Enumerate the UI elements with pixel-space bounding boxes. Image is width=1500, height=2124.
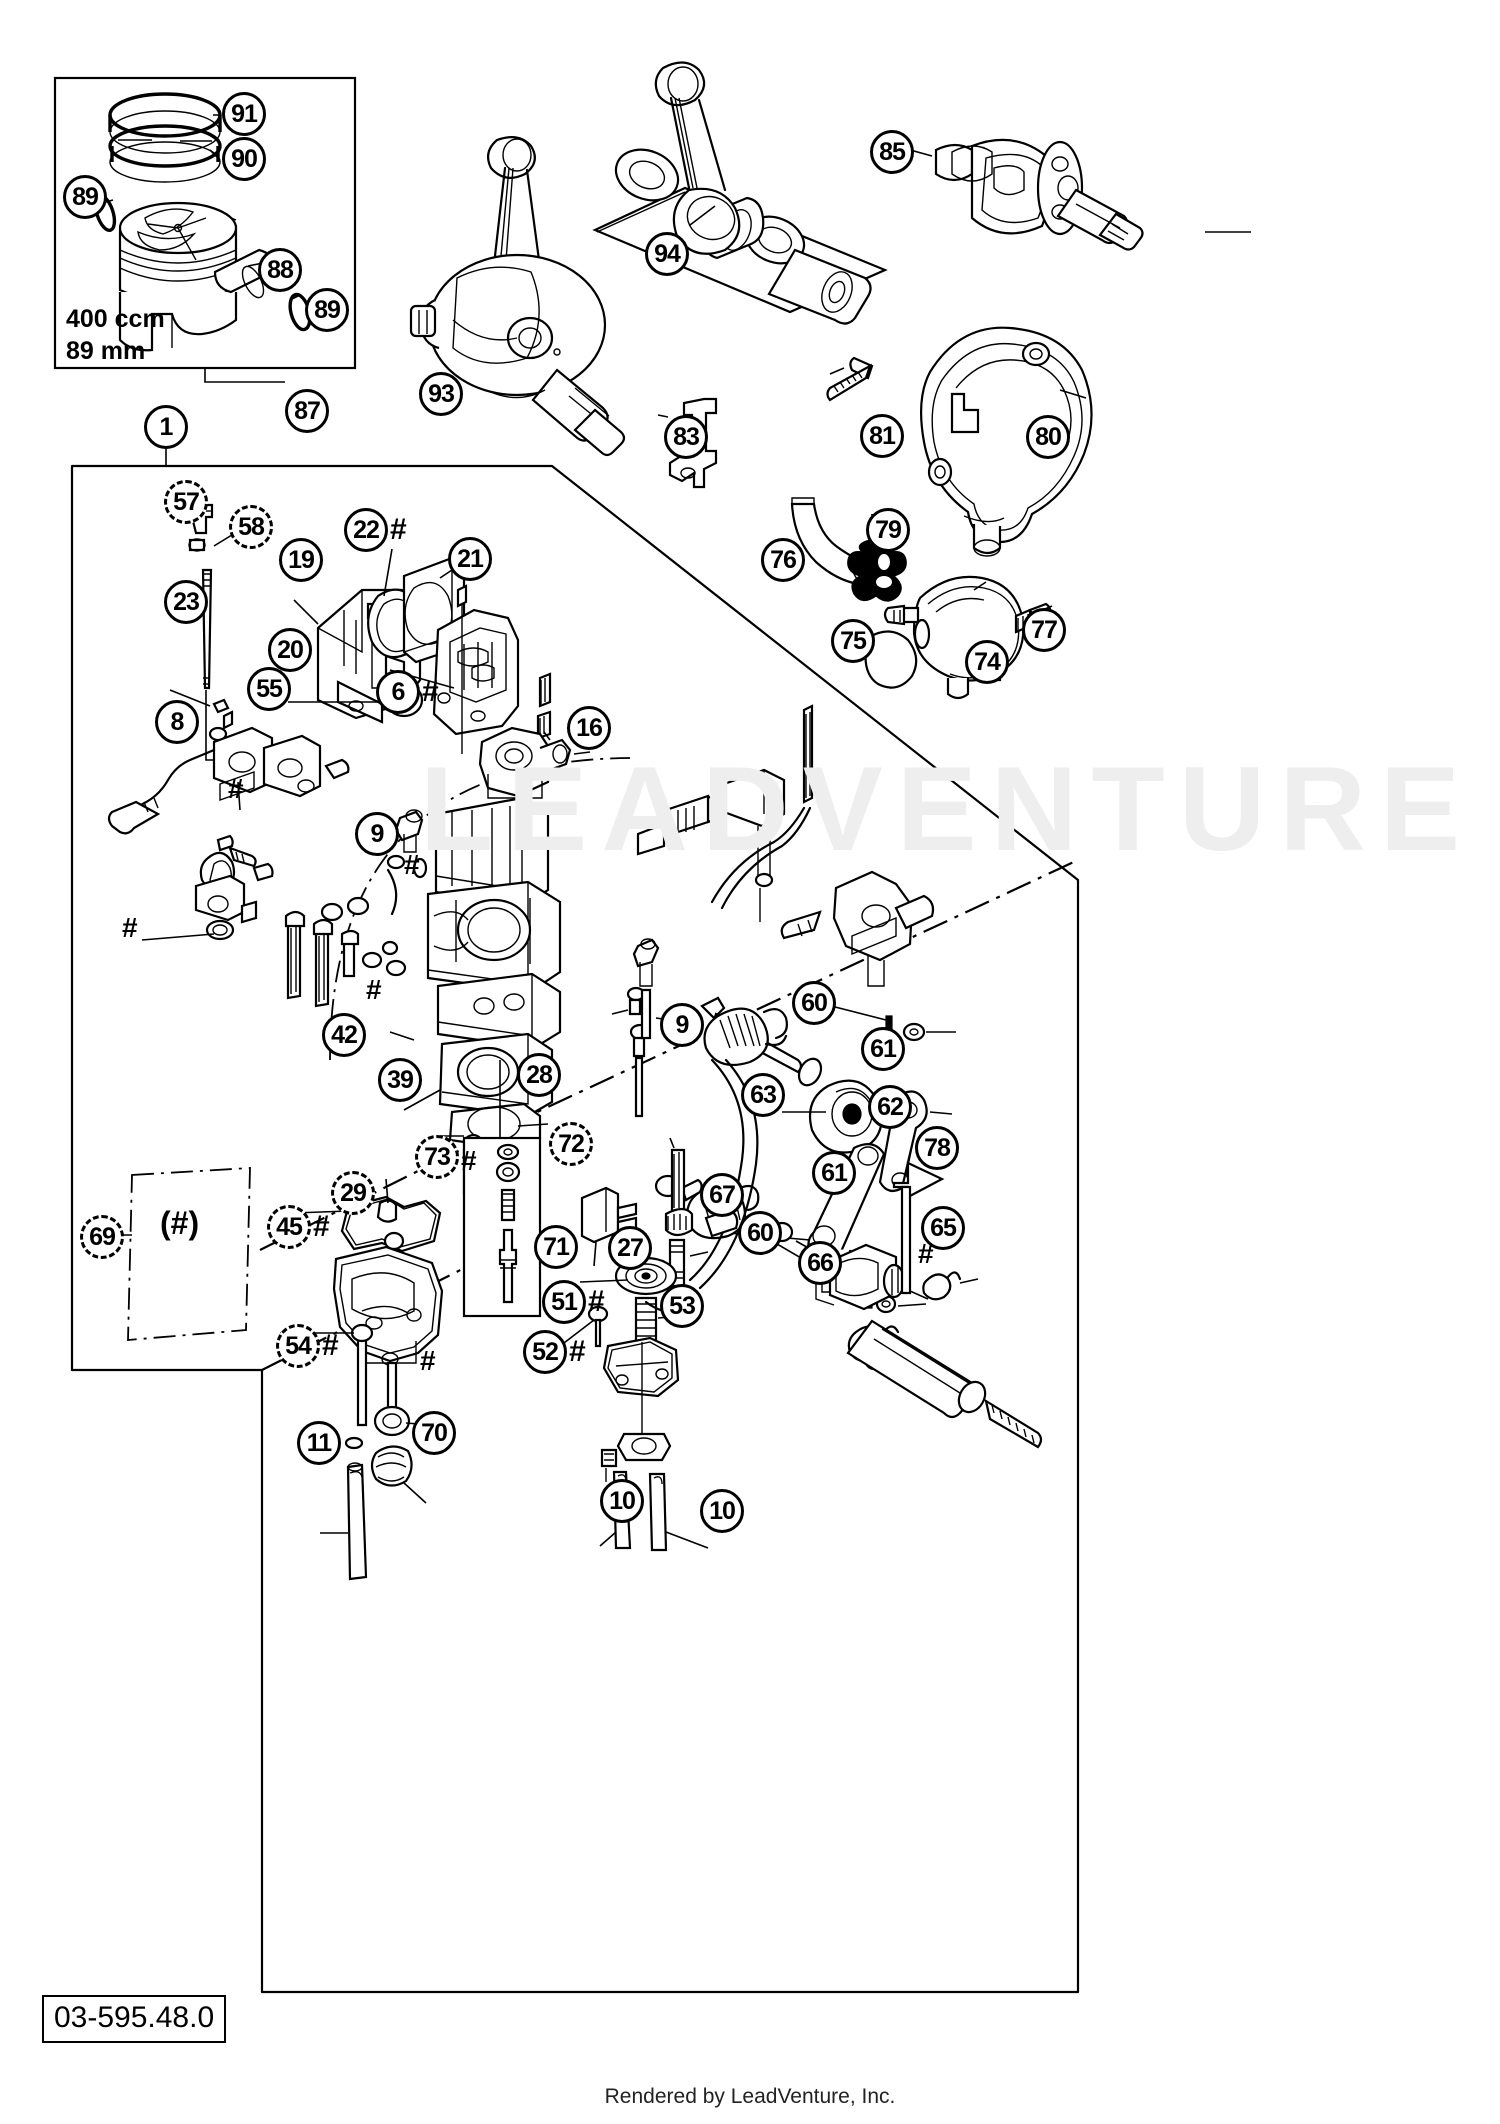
callout-94[interactable]: 94 <box>645 232 689 276</box>
part-number-box: 03-595.48.0 <box>42 1995 227 2043</box>
callout-74[interactable]: 74 <box>965 640 1009 684</box>
callout-61[interactable]: 61 <box>812 1151 856 1195</box>
hash-marker: # <box>588 1285 605 1318</box>
hash-marker: # <box>322 1329 339 1362</box>
callout-81[interactable]: 81 <box>860 414 904 458</box>
callout-87[interactable]: 87 <box>285 389 329 433</box>
callout-69[interactable]: 69 <box>80 1215 124 1259</box>
callout-91[interactable]: 91 <box>222 92 266 136</box>
callout-42[interactable]: 42 <box>322 1013 366 1057</box>
callout-66[interactable]: 66 <box>798 1241 842 1285</box>
callout-10[interactable]: 10 <box>700 1489 744 1533</box>
callout-63[interactable]: 63 <box>741 1073 785 1117</box>
callout-53[interactable]: 53 <box>660 1284 704 1328</box>
hash-marker-0: # <box>228 773 244 804</box>
callout-29[interactable]: 29 <box>331 1171 375 1215</box>
hash-marker: # <box>422 675 439 708</box>
callout-27[interactable]: 27 <box>608 1226 652 1270</box>
hash-marker: # <box>390 513 407 546</box>
callout-79[interactable]: 79 <box>866 508 910 552</box>
callout-21[interactable]: 21 <box>448 537 492 581</box>
hash-marker-5: # <box>420 1345 436 1376</box>
callout-58[interactable]: 58 <box>229 505 273 549</box>
displacement-label: 400 ccm <box>66 305 165 333</box>
hash-marker-4: # <box>461 1145 477 1176</box>
hash-marker: # <box>569 1335 586 1368</box>
callout-19[interactable]: 19 <box>279 538 323 582</box>
callout-89[interactable]: 89 <box>63 175 107 219</box>
callout-55[interactable]: 55 <box>247 667 291 711</box>
callout-70[interactable]: 70 <box>412 1411 456 1455</box>
callout-28[interactable]: 28 <box>517 1053 561 1097</box>
hash-marker: # <box>313 1210 330 1243</box>
callout-71[interactable]: 71 <box>534 1225 578 1269</box>
reference-hash-label: (#) <box>160 1205 200 1241</box>
callout-93[interactable]: 93 <box>419 372 463 416</box>
footer-credit: Rendered by LeadVenture, Inc. <box>604 2085 896 2108</box>
callout-16[interactable]: 16 <box>567 706 611 750</box>
callout-83[interactable]: 83 <box>664 415 708 459</box>
callout-89[interactable]: 89 <box>305 288 349 332</box>
watermark-text: LEADVENTURE <box>420 742 1475 876</box>
callout-6[interactable]: 6 <box>376 670 420 714</box>
callout-76[interactable]: 76 <box>761 538 805 582</box>
callout-54[interactable]: 54 <box>276 1324 320 1368</box>
hash-marker-6: # <box>918 1238 934 1269</box>
hash-marker-2: # <box>404 849 420 880</box>
callout-78[interactable]: 78 <box>915 1126 959 1170</box>
callout-10[interactable]: 10 <box>600 1479 644 1523</box>
callout-39[interactable]: 39 <box>378 1058 422 1102</box>
hash-marker-3: # <box>366 974 382 1005</box>
callout-65[interactable]: 65 <box>921 1206 965 1250</box>
callout-61[interactable]: 61 <box>861 1027 905 1071</box>
callout-88[interactable]: 88 <box>258 248 302 292</box>
callout-45[interactable]: 45 <box>267 1205 311 1249</box>
callout-85[interactable]: 85 <box>870 130 914 174</box>
callout-57[interactable]: 57 <box>164 480 208 524</box>
callout-20[interactable]: 20 <box>268 628 312 672</box>
callout-22[interactable]: 22 <box>344 508 388 552</box>
callout-72[interactable]: 72 <box>549 1122 593 1166</box>
callout-52[interactable]: 52 <box>523 1330 567 1374</box>
callout-9[interactable]: 9 <box>660 1003 704 1047</box>
callout-62[interactable]: 62 <box>868 1085 912 1129</box>
callout-1[interactable]: 1 <box>144 405 188 449</box>
callout-90[interactable]: 90 <box>222 137 266 181</box>
callout-23[interactable]: 23 <box>164 580 208 624</box>
callout-77[interactable]: 77 <box>1022 608 1066 652</box>
bore-label: 89 mm <box>66 337 146 365</box>
callout-67[interactable]: 67 <box>700 1173 744 1217</box>
callout-60[interactable]: 60 <box>792 981 836 1025</box>
callout-80[interactable]: 80 <box>1026 415 1070 459</box>
callout-75[interactable]: 75 <box>831 619 875 663</box>
callout-51[interactable]: 51 <box>542 1280 586 1324</box>
callout-60[interactable]: 60 <box>738 1211 782 1255</box>
callout-73[interactable]: 73 <box>415 1135 459 1179</box>
hash-marker-1: # <box>122 912 138 943</box>
callout-11[interactable]: 11 <box>297 1421 341 1465</box>
callout-8[interactable]: 8 <box>155 700 199 744</box>
callout-9[interactable]: 9 <box>355 812 399 856</box>
